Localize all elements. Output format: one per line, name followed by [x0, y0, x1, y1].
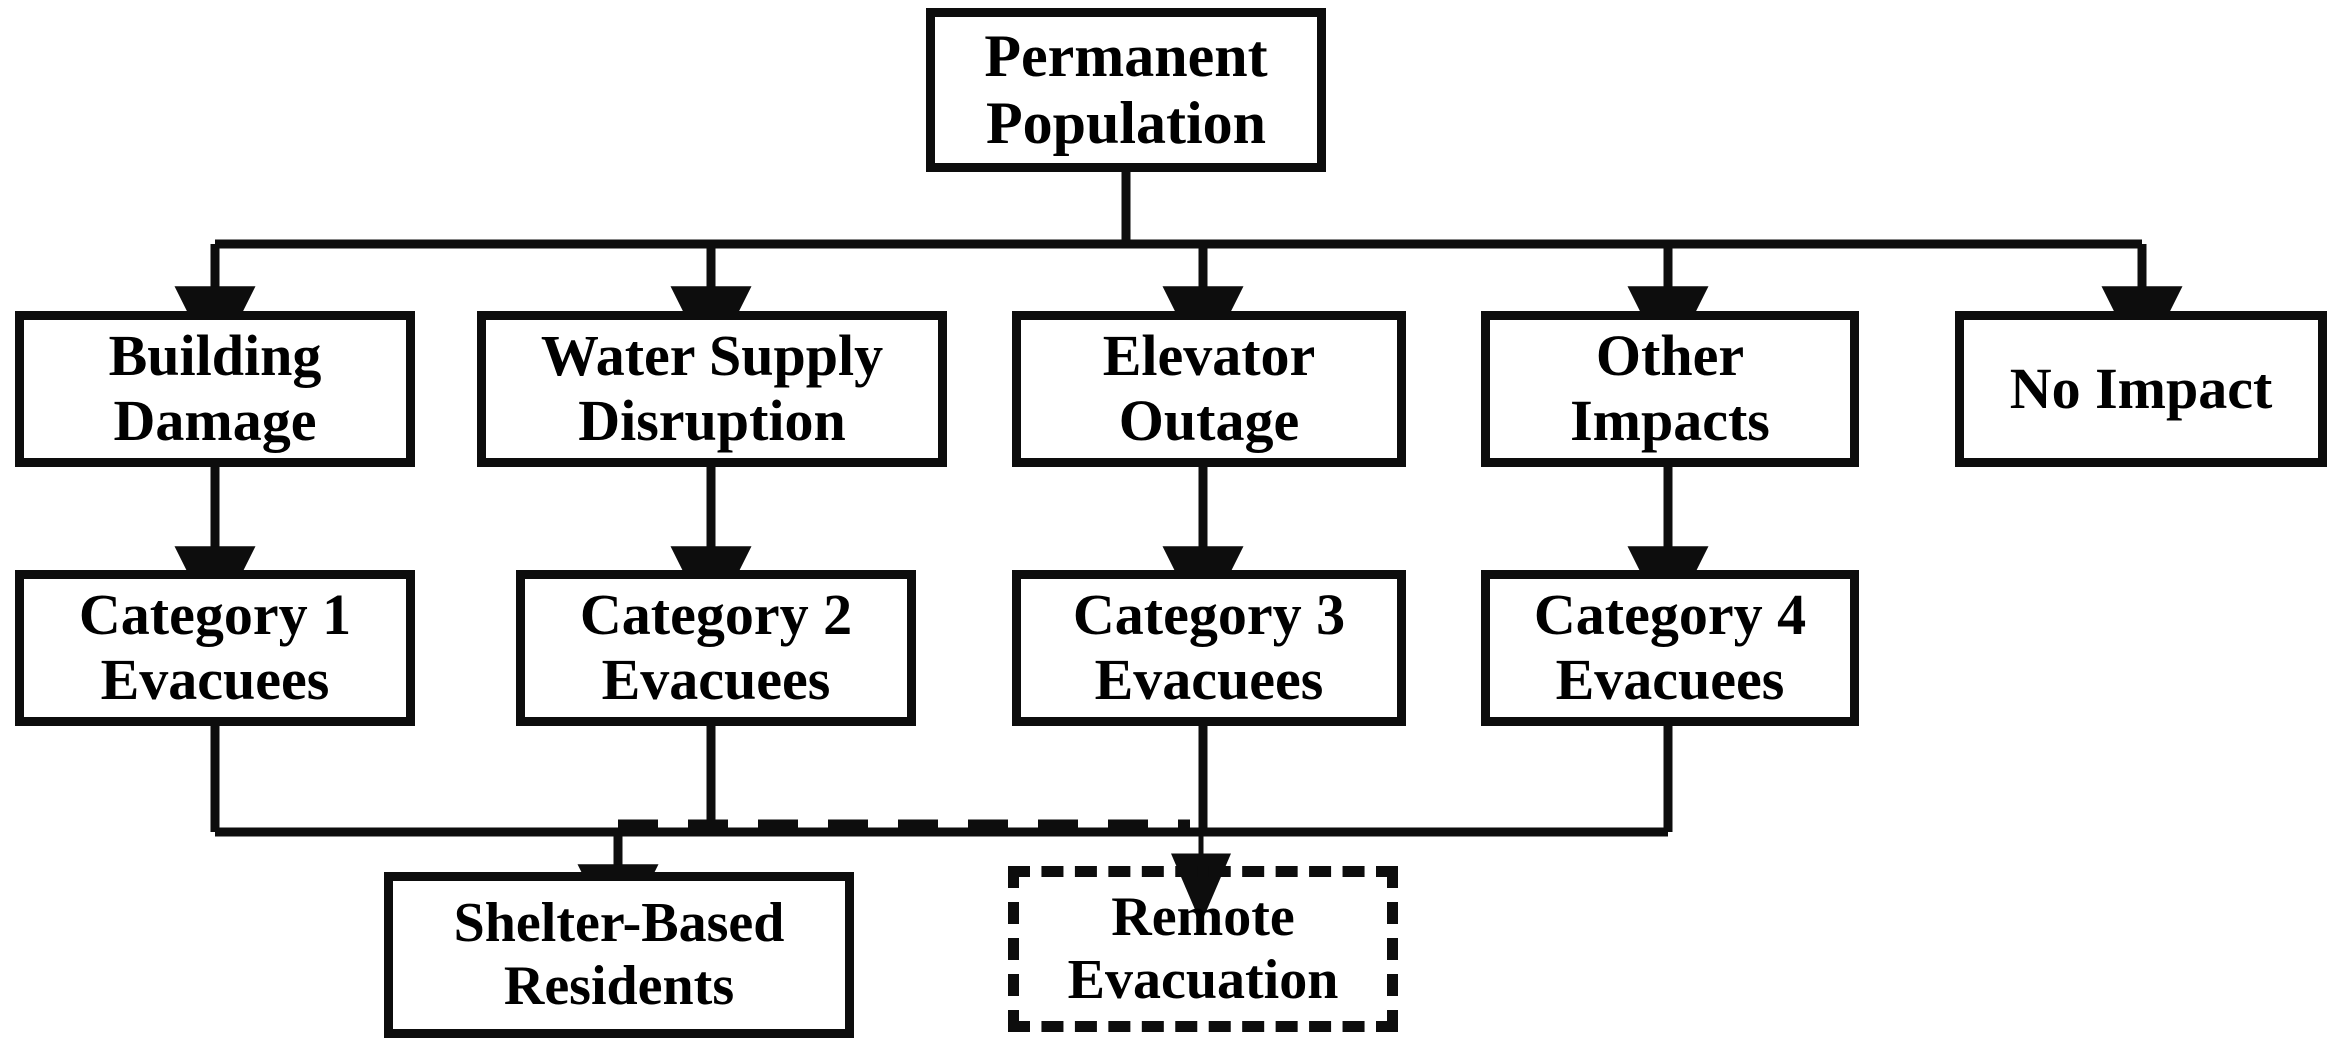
node-other-impacts[interactable]: Other Impacts — [1481, 311, 1859, 467]
node-label-line2: Damage — [113, 388, 317, 453]
node-permanent-population[interactable]: Permanent Population — [926, 8, 1326, 172]
edge-impacts-to-categories — [174, 467, 1709, 628]
edge-root-to-impacts — [174, 172, 2183, 368]
node-label-line2: Residents — [503, 955, 735, 1017]
node-category-3-evacuees[interactable]: Category 3 Evacuees — [1012, 570, 1406, 726]
node-label-line2: Population — [985, 90, 1267, 156]
node-label-line1: Permanent — [984, 22, 1268, 89]
node-category-1-evacuees[interactable]: Category 1 Evacuees — [15, 570, 415, 726]
node-label-line2: Evacuees — [601, 647, 831, 712]
node-label-line1: Water Supply — [540, 323, 884, 389]
node-label-line1: Category 3 — [1072, 582, 1346, 648]
node-label-line1: Other — [1595, 323, 1745, 389]
node-label-line2: Disruption — [578, 388, 846, 453]
node-category-4-evacuees[interactable]: Category 4 Evacuees — [1481, 570, 1859, 726]
edge-categories-to-outcomes — [210, 726, 1673, 946]
node-label-line1: Shelter-Based — [453, 892, 785, 955]
node-label-line1: Building — [108, 323, 322, 389]
node-remote-evacuation[interactable]: Remote Evacuation — [1008, 866, 1398, 1032]
node-label-line1: Category 1 — [78, 582, 352, 648]
node-label-line2: Evacuees — [100, 647, 330, 712]
node-label-line1: No Impact — [2009, 355, 2273, 421]
node-label-line2: Impacts — [1570, 388, 1770, 453]
node-water-supply-disruption[interactable]: Water Supply Disruption — [477, 311, 947, 467]
node-label-line2: Evacuation — [1067, 949, 1339, 1011]
node-label-line2: Evacuees — [1555, 647, 1785, 712]
node-no-impact[interactable]: No Impact — [1955, 311, 2327, 467]
node-building-damage[interactable]: Building Damage — [15, 311, 415, 467]
node-label-line2: Evacuees — [1094, 647, 1324, 712]
node-category-2-evacuees[interactable]: Category 2 Evacuees — [516, 570, 916, 726]
node-shelter-based-residents[interactable]: Shelter-Based Residents — [384, 872, 854, 1038]
node-elevator-outage[interactable]: Elevator Outage — [1012, 311, 1406, 467]
node-label-line1: Category 2 — [579, 582, 853, 648]
node-label-line1: Category 4 — [1533, 582, 1807, 648]
node-label-line2: Outage — [1118, 388, 1300, 453]
node-label-line1: Remote — [1111, 886, 1295, 949]
node-label-line1: Elevator — [1102, 323, 1316, 389]
